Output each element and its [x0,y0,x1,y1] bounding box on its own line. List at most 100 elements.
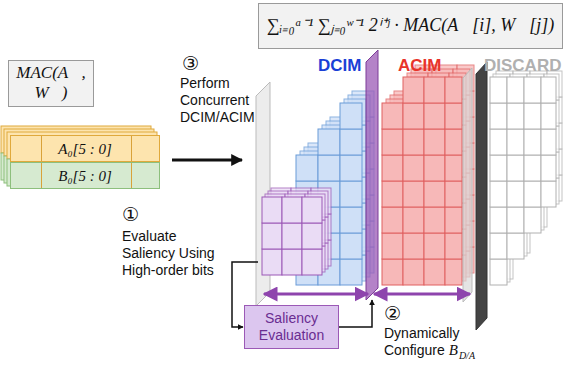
grid-cell [507,129,524,155]
grid-cell [424,259,445,285]
step-note: Perform Concurrent DCIM/ACIM [180,75,266,125]
node-text: A₀[5 : 0] [58,140,112,158]
grid-cell [262,249,282,275]
grid-cell [507,181,524,207]
grid-cell [424,207,445,233]
callout-number: ② [384,302,408,324]
grid-cell [424,233,445,259]
grid-cell [445,77,462,103]
grid-cell [340,207,362,233]
region-label: ACIM [398,56,458,76]
grid-cell [490,129,507,155]
step-note-group: Dynamically ConfigureBD/A [384,325,502,361]
grid-cell [445,155,462,181]
grid-cell [541,77,556,103]
grid-cell [382,233,403,259]
grid-cell [541,129,556,155]
grid-cell [403,155,424,181]
formula-box: MAC(A⃗, W⃗) [8,60,94,107]
grid-cell [340,155,362,181]
grid-cell [282,197,302,223]
grid-cell [403,259,424,285]
callout-number: ① [122,203,146,225]
grid-cell [424,181,445,207]
grid-cell [340,129,362,155]
grid-cell [382,155,403,181]
input-row: A₀[5 : 0] [10,135,160,162]
grid-cell [524,129,541,155]
grid-cell [445,129,462,155]
discard-plane [476,62,487,330]
grid-cell [524,181,541,207]
boundary-arrow [264,293,368,296]
grid-cell [490,155,507,181]
grid-cell [445,233,462,259]
cell-divider [41,163,42,188]
variable: B [449,342,458,358]
grid-cell [507,233,524,259]
grid-cell [524,207,541,233]
process-box: Saliency Evaluation [244,305,339,349]
node-text: Saliency Evaluation [249,310,334,344]
grid-cell [302,249,322,275]
grid-cell [382,181,403,207]
saliency-cube [262,188,331,275]
grid-cell [382,129,403,155]
grid-cell [403,207,424,233]
grid-cell [382,207,403,233]
step-note: Evaluate Saliency Using High-order bits [122,228,226,278]
variable-subscript: D/A [459,350,475,361]
grid-cell [424,77,445,103]
boundary-plane [366,50,378,300]
grid-cell [507,207,524,233]
acim-grid [382,65,474,285]
grid-cell [403,233,424,259]
wire [337,300,372,327]
grid-cell [403,181,424,207]
grid-cell [403,77,424,103]
boundary-arrow [374,293,470,296]
boundary-plane [463,68,472,302]
grid-cell [541,181,556,207]
node-text: ∑ᵢ₌₀ᵃ⁻¹ ∑ⱼ₌₀ʷ⁻¹ 2ⁱ⁺ʲ · MAC(A⃗[i], W⃗[j]) [267,15,554,37]
input-row: B₀[5 : 0] [10,162,160,189]
grid-cell [424,129,445,155]
grid-cell [541,103,556,129]
grid-cell [262,197,282,223]
grid-cell [445,181,462,207]
node-text: B₀[5 : 0] [58,167,112,185]
cell-divider [131,136,132,161]
grid-cell [490,207,507,233]
grid-cell [318,155,340,181]
grid-cell [282,223,302,249]
grid-cell [445,103,462,129]
grid-cell [340,259,362,285]
grid-cell [296,155,318,181]
grid-cell [302,197,322,223]
grid-cell [524,103,541,129]
node-text: MAC(A⃗, W⃗) [13,63,89,104]
grid-cell [490,259,507,285]
grid-cell [382,259,403,285]
grid-cell [403,103,424,129]
grid-cell [340,103,362,129]
grid-cell [490,77,507,103]
grid-cell [302,223,322,249]
grid-cell [340,181,362,207]
cell-divider [41,136,42,161]
grid-cell [282,249,302,275]
grid-cell [445,207,462,233]
grid-cell [490,103,507,129]
step-note: Dynamically Configure [384,325,459,358]
grid-cell [490,233,507,259]
grid-cell [424,103,445,129]
grid-cell [403,129,424,155]
grid-cell [382,103,403,129]
region-label: DCIM [318,56,378,76]
grid-cell [490,181,507,207]
grid-cell [262,223,282,249]
grid-cell [340,233,362,259]
grid-cell [507,155,524,181]
grid-cell [507,103,524,129]
